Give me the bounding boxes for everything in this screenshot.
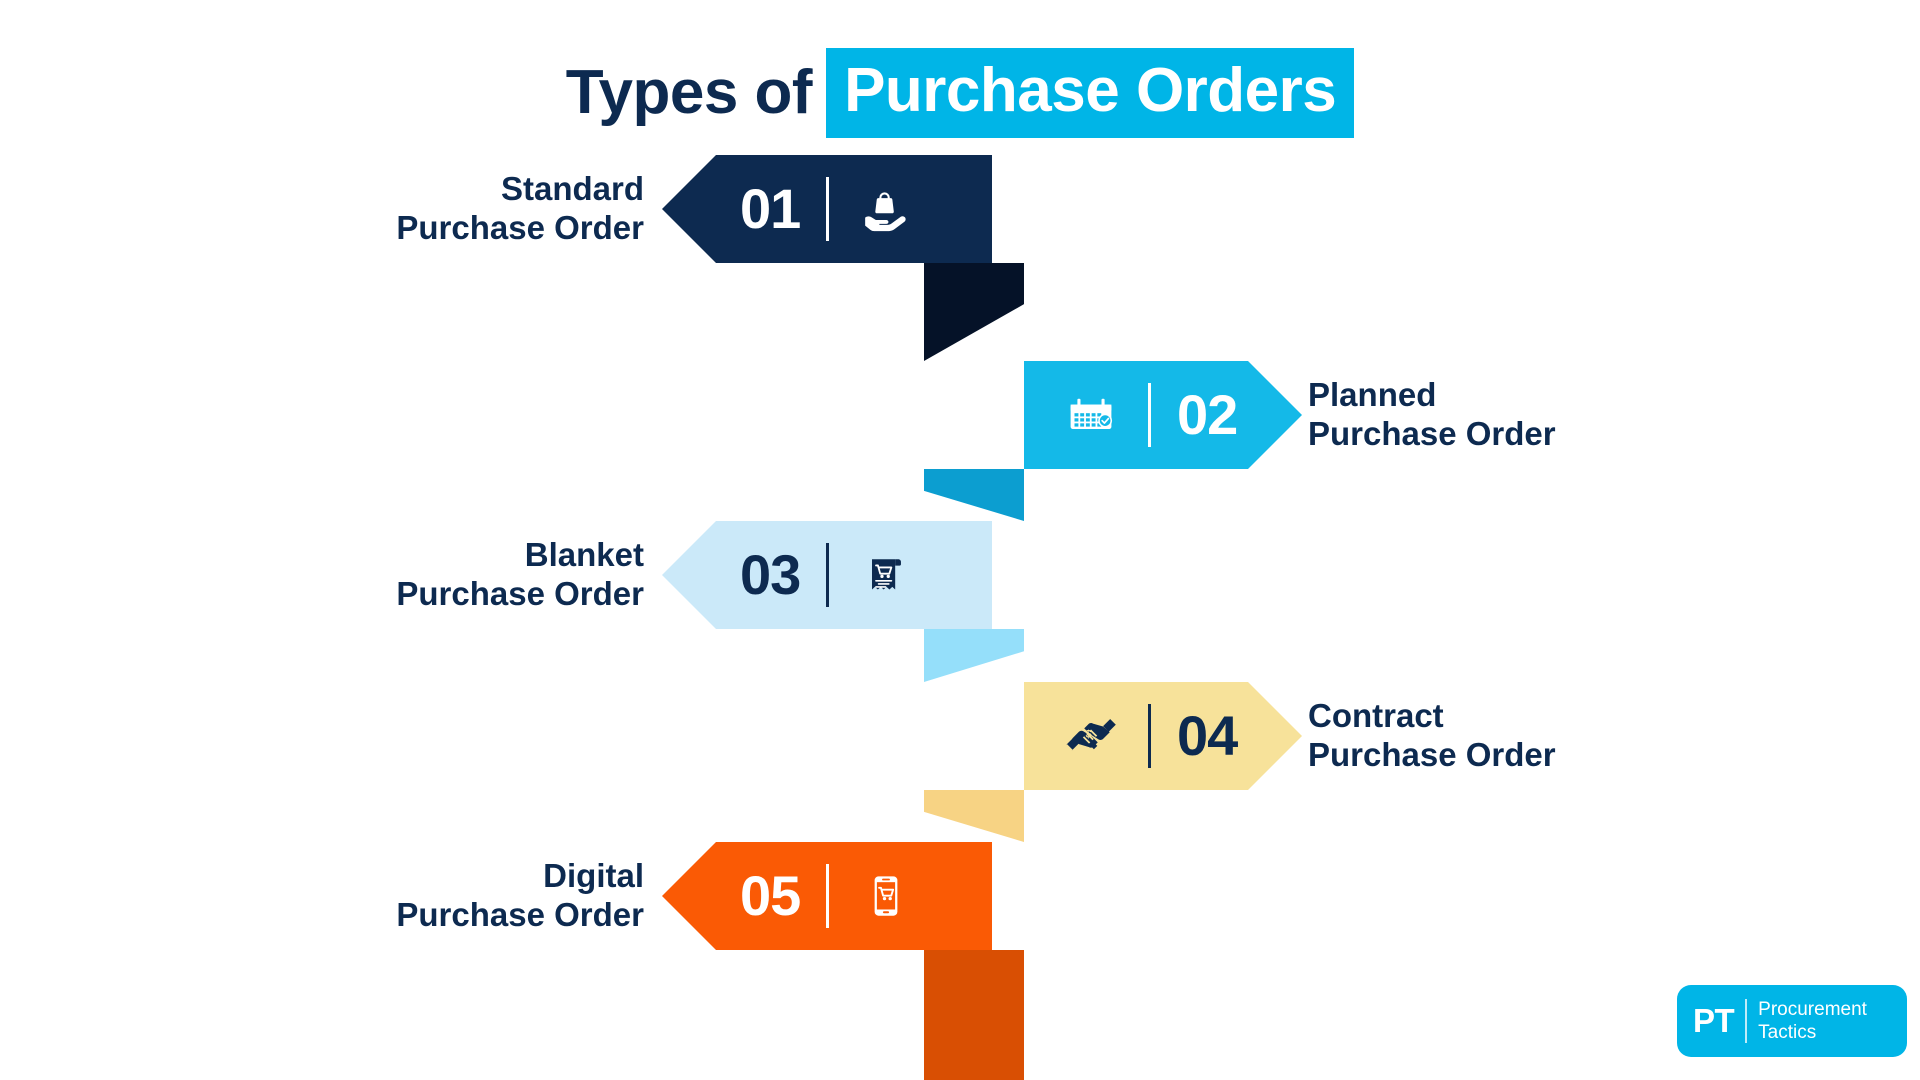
logo-word-line2: Tactics	[1758, 1022, 1817, 1043]
step-label-line2: Purchase Order	[396, 575, 644, 612]
step-label-line2: Purchase Order	[396, 209, 644, 246]
shopping-bag-on-hand-icon	[855, 178, 917, 240]
mobile-cart-icon	[855, 865, 917, 927]
receipt-cart-icon	[855, 544, 917, 606]
step-banner-04[interactable]: $ 04	[1024, 682, 1302, 790]
logo-word-line1: Procurement	[1758, 998, 1867, 1020]
svg-text:$: $	[1086, 728, 1093, 740]
brand-logo: PT Procurement Tactics	[1677, 985, 1907, 1057]
step-label-line2: Purchase Order	[1308, 415, 1556, 452]
step-number-04: 04	[1177, 704, 1238, 767]
logo-monogram: PT	[1693, 1002, 1735, 1039]
step-label-line1: Digital	[543, 857, 644, 895]
step-number-05: 05	[740, 864, 801, 927]
step-divider	[826, 864, 830, 928]
step-banner-03[interactable]: 03	[662, 521, 992, 629]
logo-wordmark: Procurement Tactics	[1758, 998, 1867, 1044]
spine-segment-03	[924, 629, 1024, 682]
title-highlighted-text: Purchase Orders	[826, 48, 1355, 138]
spine-segment-04	[924, 790, 1024, 842]
spine-segment-02	[924, 469, 1024, 521]
step-number-03: 03	[740, 543, 801, 606]
step-banner-05[interactable]: 05	[662, 842, 992, 950]
step-divider	[1148, 704, 1151, 768]
step-banner-01[interactable]: 01	[662, 155, 992, 263]
title-plain-text: Types of	[565, 58, 813, 127]
spine-segment-05	[924, 950, 1024, 1080]
step-label-line1: Contract	[1308, 697, 1444, 735]
logo-divider	[1745, 999, 1748, 1043]
step-divider	[1148, 383, 1151, 447]
step-label-line1: Standard	[500, 170, 644, 208]
handshake-icon: $	[1060, 705, 1122, 767]
step-divider	[826, 177, 830, 241]
step-divider	[826, 543, 830, 607]
step-label-line2: Purchase Order	[396, 896, 644, 933]
step-banner-02[interactable]: 02	[1024, 361, 1302, 469]
step-label-line2: Purchase Order	[1308, 736, 1556, 773]
step-number-02: 02	[1177, 383, 1238, 446]
step-number-01: 01	[740, 177, 801, 240]
step-label-line1: Planned	[1308, 376, 1437, 414]
step-label-line1: Blanket	[524, 536, 644, 574]
spine-segment-01	[924, 263, 1024, 361]
calendar-check-icon	[1060, 384, 1122, 446]
